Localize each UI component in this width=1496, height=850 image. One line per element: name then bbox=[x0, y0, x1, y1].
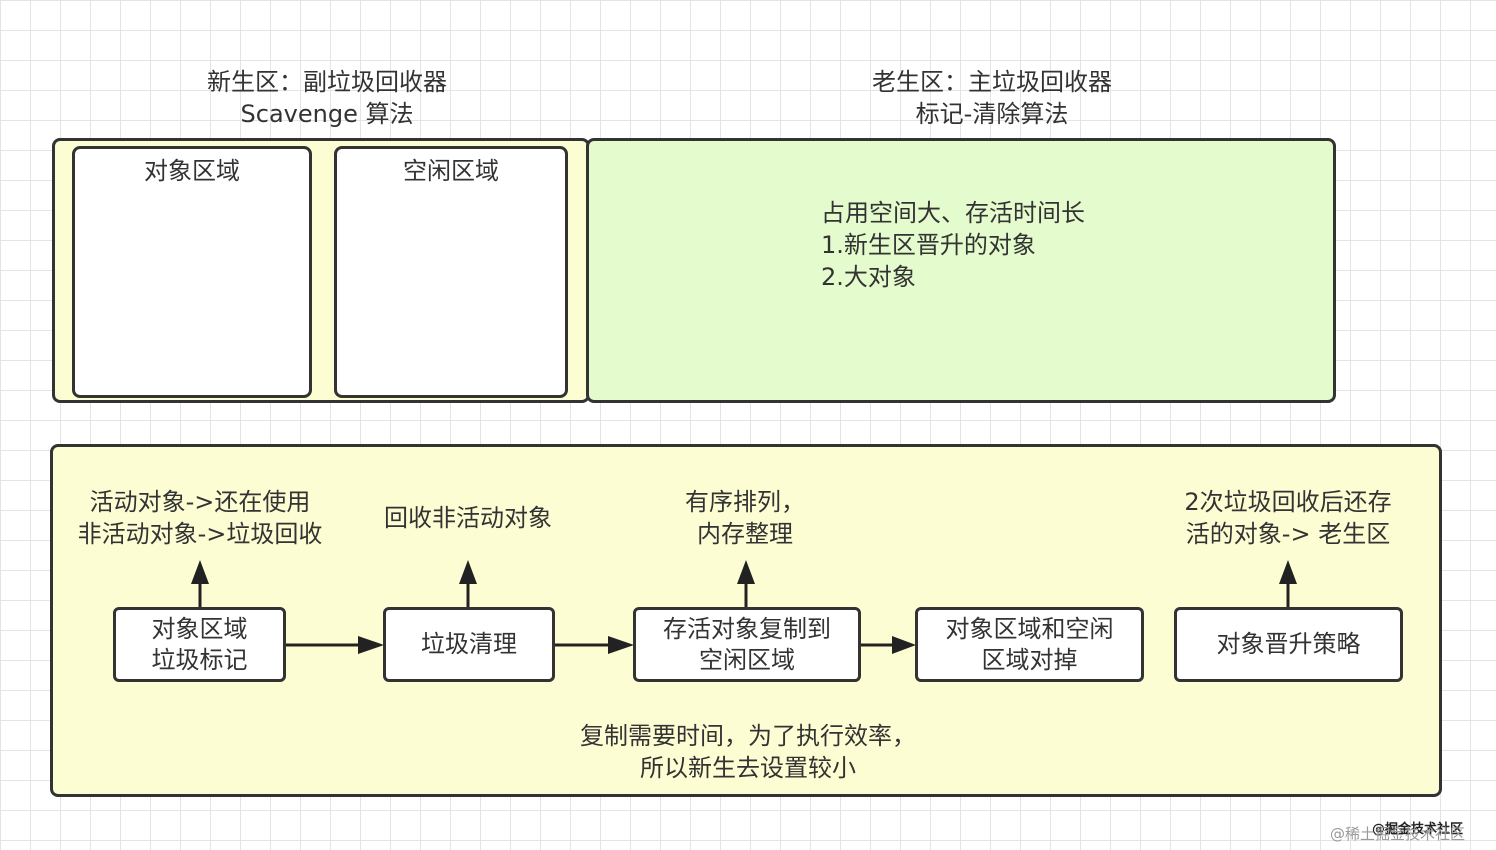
step-copy-survivors-line2: 空闲区域 bbox=[699, 645, 795, 674]
old-gen-desc-line2: 1.新生区晋升的对象 bbox=[821, 231, 1036, 259]
note-promote-line1: 2次垃圾回收后还存 bbox=[1184, 488, 1392, 516]
bottom-note-line2: 所以新生去设置较小 bbox=[640, 754, 856, 782]
note-arrange-line2: 内存整理 bbox=[697, 520, 793, 548]
step-promotion-policy-label: 对象晋升策略 bbox=[1216, 630, 1361, 658]
note-mark-line1: 活动对象->还在使用 bbox=[89, 488, 311, 516]
step-swap-areas: 对象区域和空闲 区域对掉 bbox=[915, 607, 1144, 682]
old-gen-description: 占用空间大、存活时间长 1.新生区晋升的对象 2.大对象 bbox=[821, 197, 1085, 293]
up-arrow-promote bbox=[1279, 560, 1297, 607]
note-promote-line2: 活的对象-> 老生区 bbox=[1185, 520, 1391, 548]
watermark-inner: @掘金技术社区 bbox=[1372, 822, 1464, 837]
note-clean-line1: 回收非活动对象 bbox=[384, 504, 552, 532]
up-arrow-mark bbox=[191, 560, 209, 607]
step-garbage-clean: 垃圾清理 bbox=[383, 607, 555, 682]
step-garbage-mark-line1: 对象区域 bbox=[151, 614, 248, 643]
old-gen-caption: 老生区：主垃圾回收器 标记-清除算法 bbox=[842, 66, 1142, 130]
up-arrow-copy bbox=[737, 560, 755, 607]
old-gen-desc-line3: 2.大对象 bbox=[821, 263, 916, 291]
note-arrange: 有序排列， 内存整理 bbox=[630, 486, 860, 550]
free-area-label: 空闲区域 bbox=[403, 157, 499, 185]
free-area-box: 空闲区域 bbox=[334, 146, 568, 398]
note-mark: 活动对象->还在使用 非活动对象->垃圾回收 bbox=[48, 486, 352, 550]
step-garbage-mark: 对象区域 垃圾标记 bbox=[113, 607, 286, 682]
new-gen-title: 新生区：副垃圾回收器 bbox=[207, 68, 447, 96]
old-gen-title: 老生区：主垃圾回收器 bbox=[872, 68, 1112, 96]
step-copy-survivors-line1: 存活对象复制到 bbox=[663, 614, 831, 643]
right-arrow-1 bbox=[286, 636, 384, 654]
new-gen-caption: 新生区：副垃圾回收器 Scavenge 算法 bbox=[177, 66, 477, 130]
step-garbage-mark-line2: 垃圾标记 bbox=[151, 645, 248, 674]
old-gen-container: 占用空间大、存活时间长 1.新生区晋升的对象 2.大对象 bbox=[586, 138, 1336, 403]
right-arrow-2 bbox=[555, 636, 634, 654]
note-promote: 2次垃圾回收后还存 活的对象-> 老生区 bbox=[1150, 486, 1426, 550]
step-garbage-clean-label: 垃圾清理 bbox=[421, 630, 517, 658]
note-clean: 回收非活动对象 bbox=[358, 502, 578, 534]
object-area-label: 对象区域 bbox=[144, 157, 240, 185]
old-gen-algorithm: 标记-清除算法 bbox=[915, 100, 1069, 128]
bottom-note: 复制需要时间，为了执行效率， 所以新生去设置较小 bbox=[548, 720, 948, 784]
step-promotion-policy: 对象晋升策略 bbox=[1174, 607, 1403, 682]
up-arrow-clean bbox=[459, 560, 477, 607]
old-gen-desc-line1: 占用空间大、存活时间长 bbox=[821, 199, 1085, 227]
right-arrow-3 bbox=[860, 636, 916, 654]
bottom-note-line1: 复制需要时间，为了执行效率， bbox=[580, 722, 916, 750]
object-area-box: 对象区域 bbox=[72, 146, 312, 398]
step-copy-survivors: 存活对象复制到 空闲区域 bbox=[633, 607, 861, 682]
new-gen-algorithm: Scavenge 算法 bbox=[240, 100, 414, 128]
step-swap-areas-line2: 区域对掉 bbox=[981, 645, 1078, 674]
watermark-outer: @稀土掘金技术社区 bbox=[1330, 825, 1466, 843]
note-mark-line2: 非活动对象->垃圾回收 bbox=[77, 520, 323, 548]
note-arrange-line1: 有序排列， bbox=[685, 488, 805, 516]
step-swap-areas-line1: 对象区域和空闲 bbox=[945, 614, 1114, 643]
